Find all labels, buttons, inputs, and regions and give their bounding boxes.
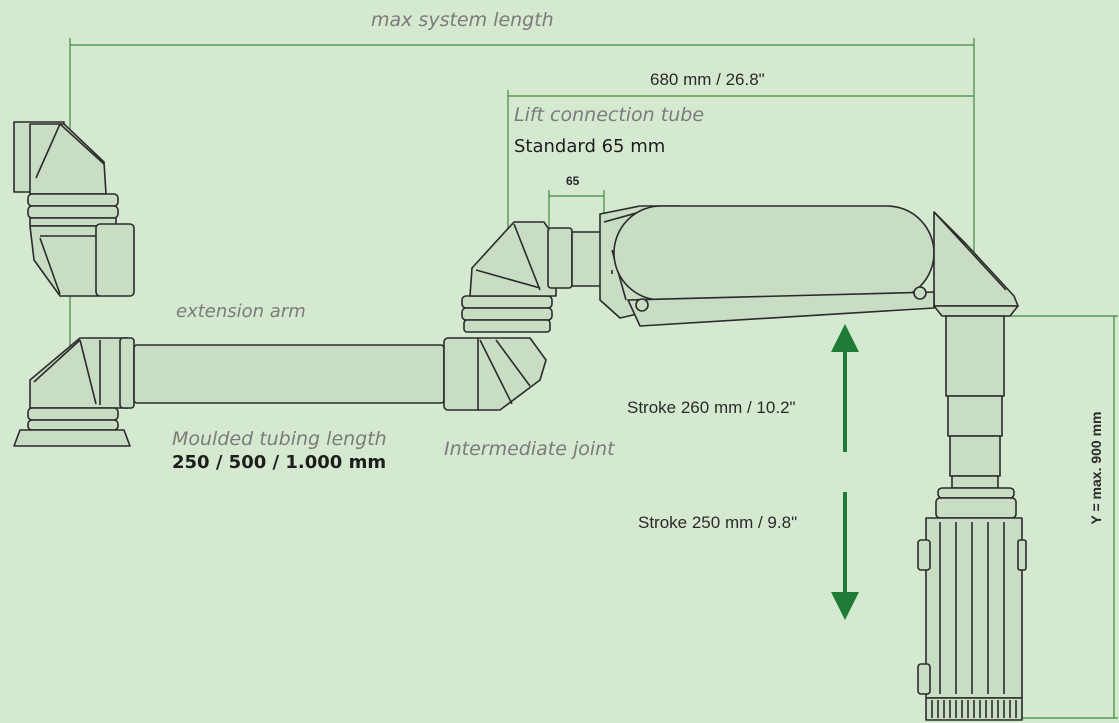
- lift-connection-tube-label: Lift connection tube: [514, 104, 705, 126]
- 680-mm-label: 680 mm / 26.8": [650, 70, 765, 89]
- 65-dimension: [548, 190, 605, 232]
- lift-arm: [571, 205, 1019, 327]
- intermediate-joint-label: Intermediate joint: [444, 438, 615, 460]
- 65-label: 65: [566, 174, 580, 188]
- extension-arm-tube: [133, 344, 445, 404]
- tubing-options-label: 250 / 500 / 1.000 mm: [172, 452, 387, 473]
- intermediate-joint: [443, 221, 573, 411]
- max-system-length-label: max system length: [371, 9, 554, 31]
- moulded-tubing-length-label: Moulded tubing length: [172, 428, 387, 450]
- vertical-column: [917, 305, 1027, 721]
- standard-65-label: Standard 65 mm: [514, 136, 666, 157]
- extension-arm-label: extension arm: [176, 301, 306, 322]
- base-joint: [13, 337, 135, 447]
- stroke-down-label: Stroke 250 mm / 9.8": [638, 513, 798, 532]
- y-max-dimension: [1005, 315, 1118, 719]
- top-left-joint: [13, 121, 135, 297]
- stroke-up-label: Stroke 260 mm / 10.2": [627, 398, 796, 417]
- y-max-label: Y = max. 900 mm: [1088, 411, 1104, 525]
